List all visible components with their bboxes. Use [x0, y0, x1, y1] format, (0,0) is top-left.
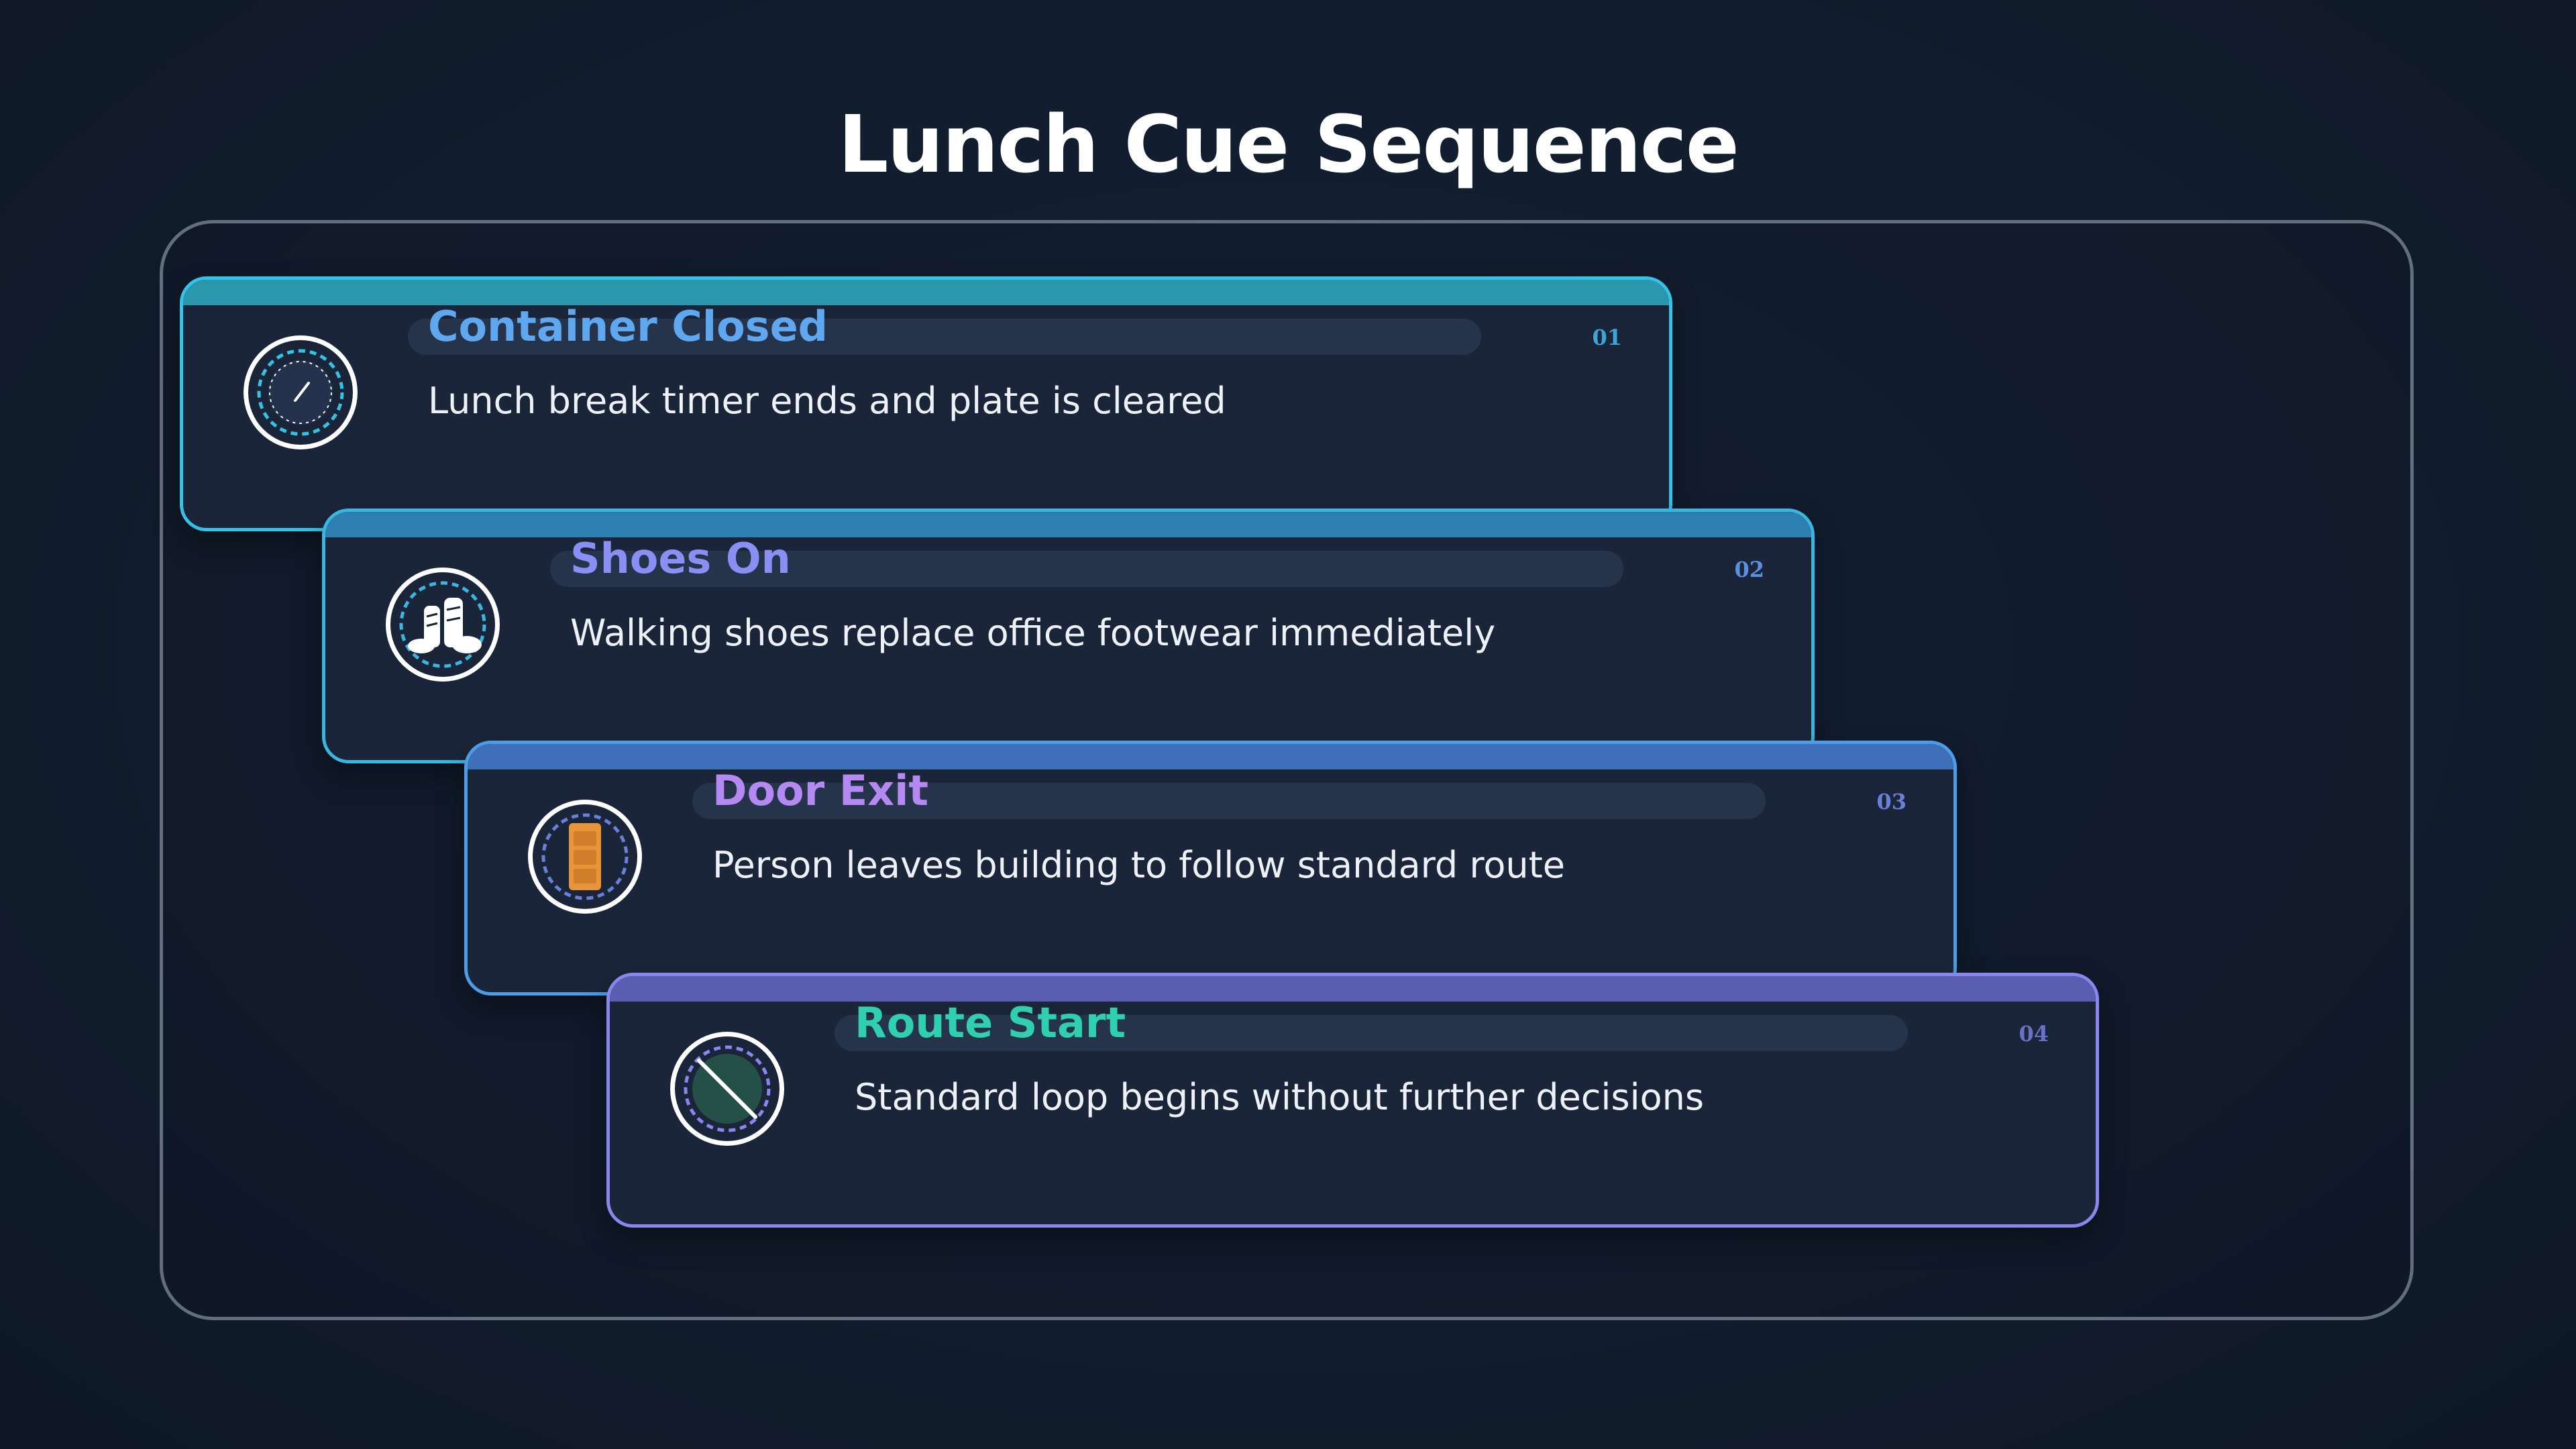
step-card-4[interactable]: Route Start Standard loop begins without… [606, 973, 2099, 1228]
step-number: 04 [2019, 1021, 2049, 1046]
step-title: Container Closed [428, 302, 828, 351]
title-pill [550, 551, 1623, 587]
title-pill [692, 783, 1766, 819]
step-number: 02 [1734, 557, 1764, 582]
page-title: Lunch Cue Sequence [838, 98, 1739, 191]
step-title: Door Exit [712, 766, 929, 815]
step-card-topbar [325, 512, 1811, 537]
title-pill [835, 1015, 1908, 1051]
step-card-topbar [183, 280, 1669, 305]
step-card-topbar [610, 976, 2096, 1002]
no-decision-icon [667, 1028, 788, 1149]
step-title: Route Start [855, 998, 1126, 1047]
timer-dial-icon [240, 332, 361, 453]
step-number: 03 [1876, 789, 1907, 814]
walking-shoes-icon [382, 564, 503, 685]
title-pill [408, 319, 1481, 355]
step-description: Lunch break timer ends and plate is clea… [428, 380, 1226, 422]
step-card-1[interactable]: Container Closed Lunch break timer ends … [180, 276, 1672, 531]
step-card-3[interactable]: Door Exit Person leaves building to foll… [464, 741, 1957, 996]
step-card-topbar [468, 744, 1953, 769]
step-description: Person leaves building to follow standar… [712, 844, 1566, 886]
step-title: Shoes On [570, 534, 791, 583]
step-number: 01 [1592, 325, 1622, 350]
step-description: Walking shoes replace office footwear im… [570, 612, 1496, 654]
door-icon [525, 796, 645, 917]
step-description: Standard loop begins without further dec… [855, 1076, 1704, 1118]
step-card-2[interactable]: Shoes On Walking shoes replace office fo… [322, 508, 1815, 763]
